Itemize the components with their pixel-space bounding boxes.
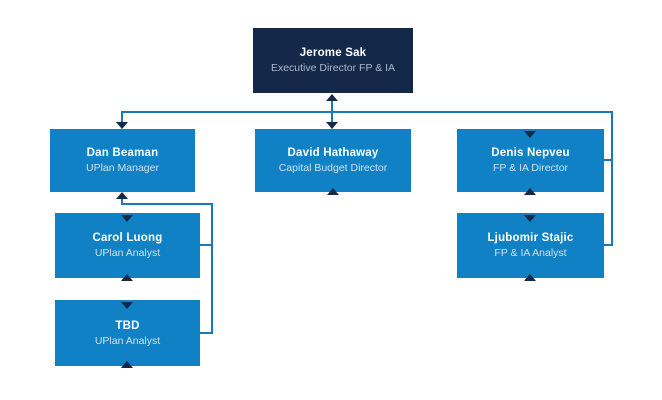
connector-right-vertical (611, 111, 613, 246)
arrowhead-down-icon (116, 122, 128, 129)
arrowhead-down-icon (524, 131, 536, 138)
arrowhead-up-icon (121, 361, 133, 368)
org-node-ljubomir-stajic: Ljubomir Stajic FP & IA Analyst (457, 213, 604, 278)
person-name: Ljubomir Stajic (487, 232, 574, 244)
connector-dan-elbow (121, 203, 213, 205)
connector-dan-down (121, 197, 123, 205)
org-node-jerome-sak: Jerome Sak Executive Director FP & IA (253, 28, 413, 93)
connector-left-vertical (211, 203, 213, 334)
arrowhead-up-icon (327, 188, 339, 195)
arrowhead-up-icon (121, 274, 133, 281)
person-name: Denis Nepveu (491, 147, 570, 159)
person-title: UPlan Analyst (94, 334, 161, 347)
connector-stub-carol (200, 244, 213, 246)
connector-stub-denis (604, 159, 613, 161)
org-node-denis-nepveu: Denis Nepveu FP & IA Director (457, 129, 604, 192)
org-node-carol-luong: Carol Luong UPlan Analyst (55, 213, 200, 278)
connector-main-rail (121, 111, 613, 113)
arrowhead-down-icon (524, 215, 536, 222)
person-name: TBD (115, 319, 140, 332)
connector-stub-tbd (200, 332, 213, 334)
connector-stub-ljubomir (604, 244, 613, 246)
person-name: Jerome Sak (299, 47, 367, 59)
person-title: FP & IA Analyst (494, 247, 567, 259)
person-title: UPlan Analyst (94, 247, 161, 259)
person-name: Carol Luong (92, 232, 163, 244)
arrowhead-up-icon (116, 192, 128, 199)
arrowhead-up-icon (326, 94, 338, 101)
arrowhead-up-icon (524, 188, 536, 195)
connector-drop-dan (121, 111, 123, 123)
arrowhead-down-icon (121, 302, 133, 309)
arrowhead-down-icon (326, 122, 338, 129)
person-title: Capital Budget Director (278, 162, 388, 174)
person-name: David Hathaway (287, 147, 379, 159)
org-node-david-hathaway: David Hathaway Capital Budget Director (255, 129, 411, 192)
arrowhead-up-icon (524, 274, 536, 281)
person-name: Dan Beaman (86, 147, 159, 159)
person-title: UPlan Manager (86, 162, 159, 174)
arrowhead-down-icon (121, 215, 133, 222)
person-title: FP & IA Director (492, 162, 569, 174)
org-node-dan-beaman: Dan Beaman UPlan Manager (50, 129, 195, 192)
person-title: Executive Director FP & IA (270, 62, 396, 74)
org-node-tbd: TBD UPlan Analyst (55, 300, 200, 366)
